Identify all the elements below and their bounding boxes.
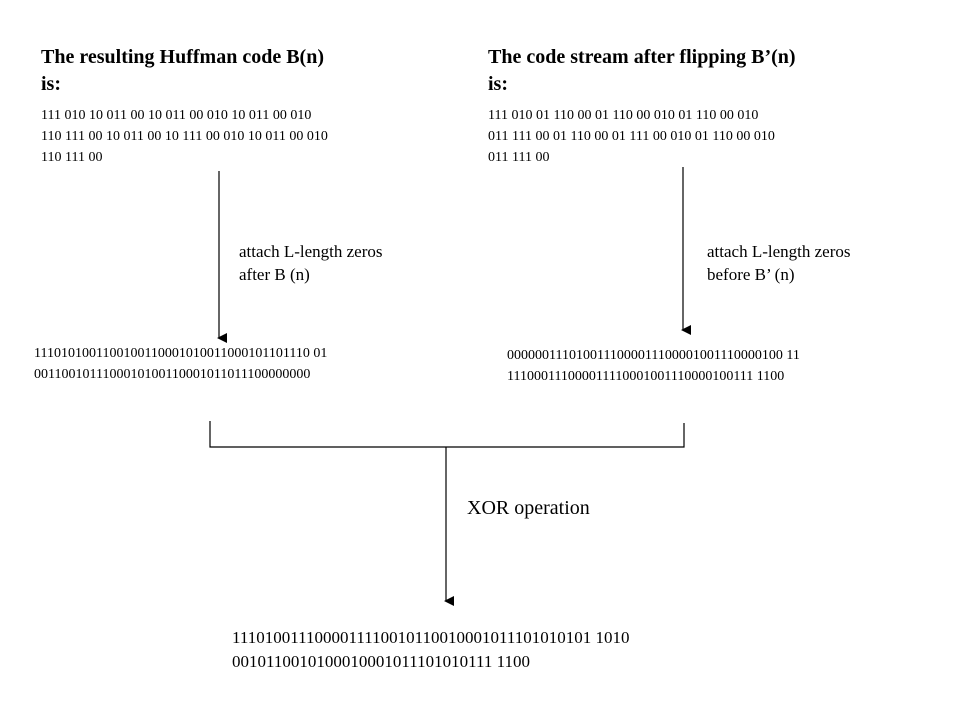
- left-code-block: 111 010 10 011 00 10 011 00 010 10 011 0…: [41, 105, 328, 168]
- left-padded-line-1: 1110101001100100110001010011000101101110…: [34, 346, 328, 361]
- right-annotation: attach L-length zeros before B’ (n): [707, 240, 851, 286]
- left-code-line-1: 111 010 10 011 00 10 011 00 010 10 011 0…: [41, 108, 312, 123]
- merge-bracket: [209, 421, 685, 448]
- right-code-line-3: 011 111 00: [488, 150, 550, 165]
- left-padded-line-2: 0011001011100010100110001011011100000000: [34, 367, 311, 382]
- left-heading-line2: is:: [41, 73, 61, 95]
- left-annotation-line-1: attach L-length zeros: [239, 242, 383, 261]
- right-padded-line-1: 0000001110100111000011100001001110000100…: [507, 348, 800, 363]
- right-padded-line-2: 111000111000011110001001110000100111 110…: [507, 369, 785, 384]
- result-block: 1110100111000011110010110010001011101010…: [232, 626, 629, 674]
- left-padded-block: 1110101001100100110001010011000101101110…: [34, 343, 327, 385]
- xor-operation-label: XOR operation: [467, 497, 590, 519]
- left-heading-line1: The resulting Huffman code B(n): [41, 46, 324, 68]
- left-annotation: attach L-length zeros after B (n): [239, 240, 383, 286]
- right-heading-line1: The code stream after flipping B’(n): [488, 46, 796, 68]
- left-code-line-2: 110 111 00 10 011 00 10 111 00 010 10 01…: [41, 129, 328, 144]
- left-annotation-line-2: after B (n): [239, 265, 310, 284]
- right-heading-line2: is:: [488, 73, 508, 95]
- result-line-1: 1110100111000011110010110010001011101010…: [232, 628, 630, 647]
- right-code-line-2: 011 111 00 01 110 00 01 111 00 010 01 11…: [488, 129, 775, 144]
- left-heading: The resulting Huffman code B(n) is:: [41, 44, 324, 98]
- right-code-line-1: 111 010 01 110 00 01 110 00 010 01 110 0…: [488, 108, 759, 123]
- right-annotation-line-1: attach L-length zeros: [707, 242, 851, 261]
- left-code-line-3: 110 111 00: [41, 150, 103, 165]
- right-annotation-line-2: before B’ (n): [707, 265, 795, 284]
- right-code-block: 111 010 01 110 00 01 110 00 010 01 110 0…: [488, 105, 775, 168]
- result-line-2: 0010110010100010001011101010111 1100: [232, 652, 530, 671]
- right-padded-block: 0000001110100111000011100001001110000100…: [507, 345, 800, 387]
- right-heading: The code stream after flipping B’(n) is:: [488, 44, 796, 98]
